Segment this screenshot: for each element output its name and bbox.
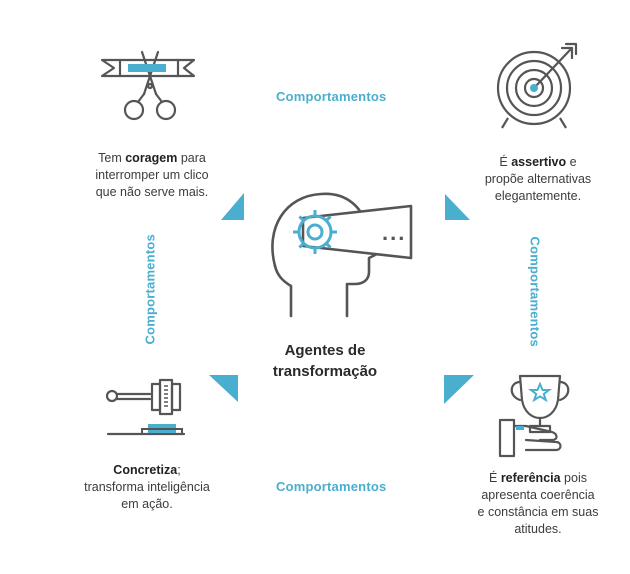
center-title-line1: Agentes de: [284, 342, 366, 359]
label-top: Comportamentos: [276, 89, 387, 104]
caption-bottom-right: É referência pois apresenta coerência e …: [458, 470, 618, 538]
label-right: Comportamentos: [527, 236, 543, 347]
caption-text: para: [177, 151, 206, 165]
caption-text: É: [489, 471, 501, 485]
triangle-arrow-top-left: [221, 193, 244, 220]
caption-bottom-right-line1: É referência pois: [458, 470, 618, 487]
caption-bottom-left: Concretiza; transforma inteligência em a…: [62, 462, 232, 513]
caption-bottom-right-line3: e constância em suas: [477, 505, 599, 519]
caption-top-right-line3: elegantemente.: [494, 189, 582, 203]
caption-bottom-right-line4: atitudes.: [514, 522, 562, 536]
center-title-line2: transformação: [272, 363, 378, 380]
triangle-arrow-top-right: [445, 194, 470, 220]
label-left: Comportamentos: [142, 234, 158, 345]
caption-top-right-line1: É assertivo e: [458, 154, 618, 171]
caption-bottom-left-line3: em ação.: [121, 497, 173, 511]
head-gear-icon: [271, 192, 413, 318]
center-title: Agentes de transformação: [250, 340, 400, 382]
target-arrow-icon: [496, 42, 578, 129]
caption-bold: referência: [500, 471, 561, 485]
caption-bold: assertivo: [511, 155, 567, 169]
caption-top-right-line2: propõe alternativas: [484, 172, 592, 186]
caption-text: Tem: [98, 151, 126, 165]
caption-bottom-left-line1: Concretiza;: [62, 462, 232, 479]
caption-top-left-line3: que não serve mais.: [95, 185, 209, 199]
caption-text: ;: [177, 463, 181, 477]
triangle-arrow-bottom-right: [444, 375, 474, 404]
caption-bottom-right-line2: apresenta coerência: [481, 488, 595, 502]
caption-bold: coragem: [125, 151, 178, 165]
caption-bold: Concretiza: [113, 463, 178, 477]
caption-top-left-line2: interromper um clico: [95, 168, 209, 182]
caption-top-right: É assertivo e propõe alternativas elegan…: [458, 154, 618, 205]
caption-text: pois: [560, 471, 587, 485]
caption-text: e: [566, 155, 577, 169]
trophy-hand-icon: [498, 374, 570, 458]
dots-text: ...: [382, 220, 407, 245]
caption-top-left-line1: Tem coragem para: [72, 150, 232, 167]
caption-text: É: [499, 155, 512, 169]
caption-top-left: Tem coragem para interromper um clico qu…: [72, 150, 232, 201]
triangle-arrow-bottom-left: [209, 375, 238, 402]
caption-bottom-left-line2: transforma inteligência: [84, 480, 210, 494]
label-bottom: Comportamentos: [276, 479, 387, 494]
gavel-icon: [105, 378, 186, 436]
scissors-ribbon-icon: [100, 50, 196, 121]
